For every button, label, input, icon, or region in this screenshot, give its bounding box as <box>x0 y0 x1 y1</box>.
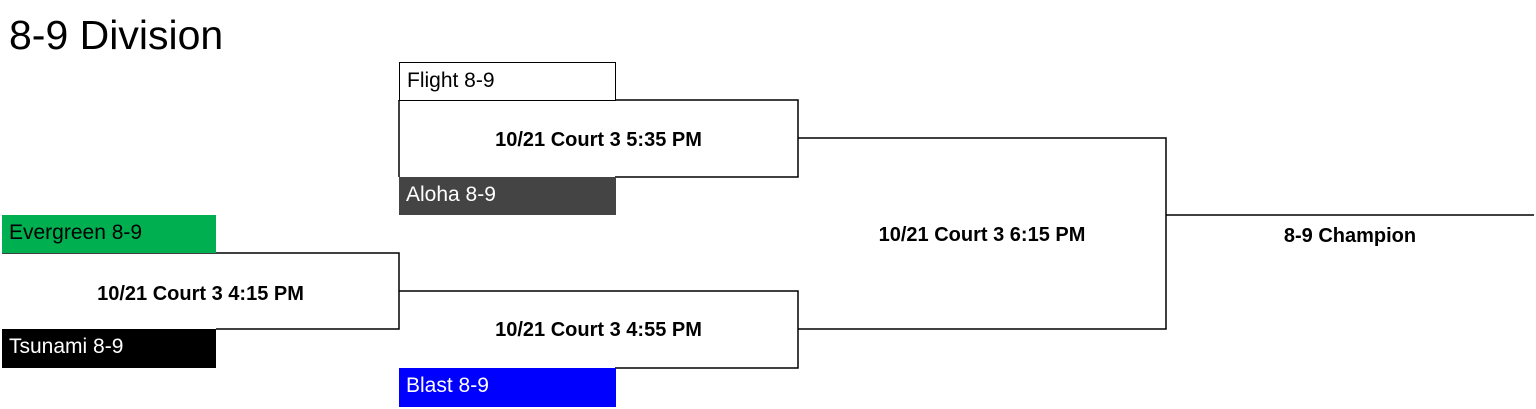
team-aloha-label: Aloha 8-9 <box>406 183 496 206</box>
game-final-label: 10/21 Court 3 6:15 PM <box>878 224 1086 246</box>
team-blast: Blast 8-9 <box>399 368 616 407</box>
game-round1-label: 10/21 Court 3 4:15 PM <box>97 283 304 305</box>
team-flight-label: Flight 8-9 <box>407 69 495 92</box>
team-evergreen-label: Evergreen 8-9 <box>9 221 143 244</box>
team-tsunami-label: Tsunami 8-9 <box>9 335 124 358</box>
game-semi-bottom-label: 10/21 Court 3 4:55 PM <box>495 319 702 341</box>
team-aloha: Aloha 8-9 <box>399 177 616 215</box>
team-blast-label: Blast 8-9 <box>406 374 489 397</box>
team-evergreen: Evergreen 8-9 <box>2 215 216 253</box>
team-flight: Flight 8-9 <box>399 62 616 101</box>
game-semi-top-label: 10/21 Court 3 5:35 PM <box>495 129 702 151</box>
bracket-line-final <box>798 137 1167 330</box>
division-title: 8-9 Division <box>9 12 224 58</box>
team-tsunami: Tsunami 8-9 <box>2 329 216 368</box>
champion-label: 8-9 Champion <box>1283 225 1417 247</box>
